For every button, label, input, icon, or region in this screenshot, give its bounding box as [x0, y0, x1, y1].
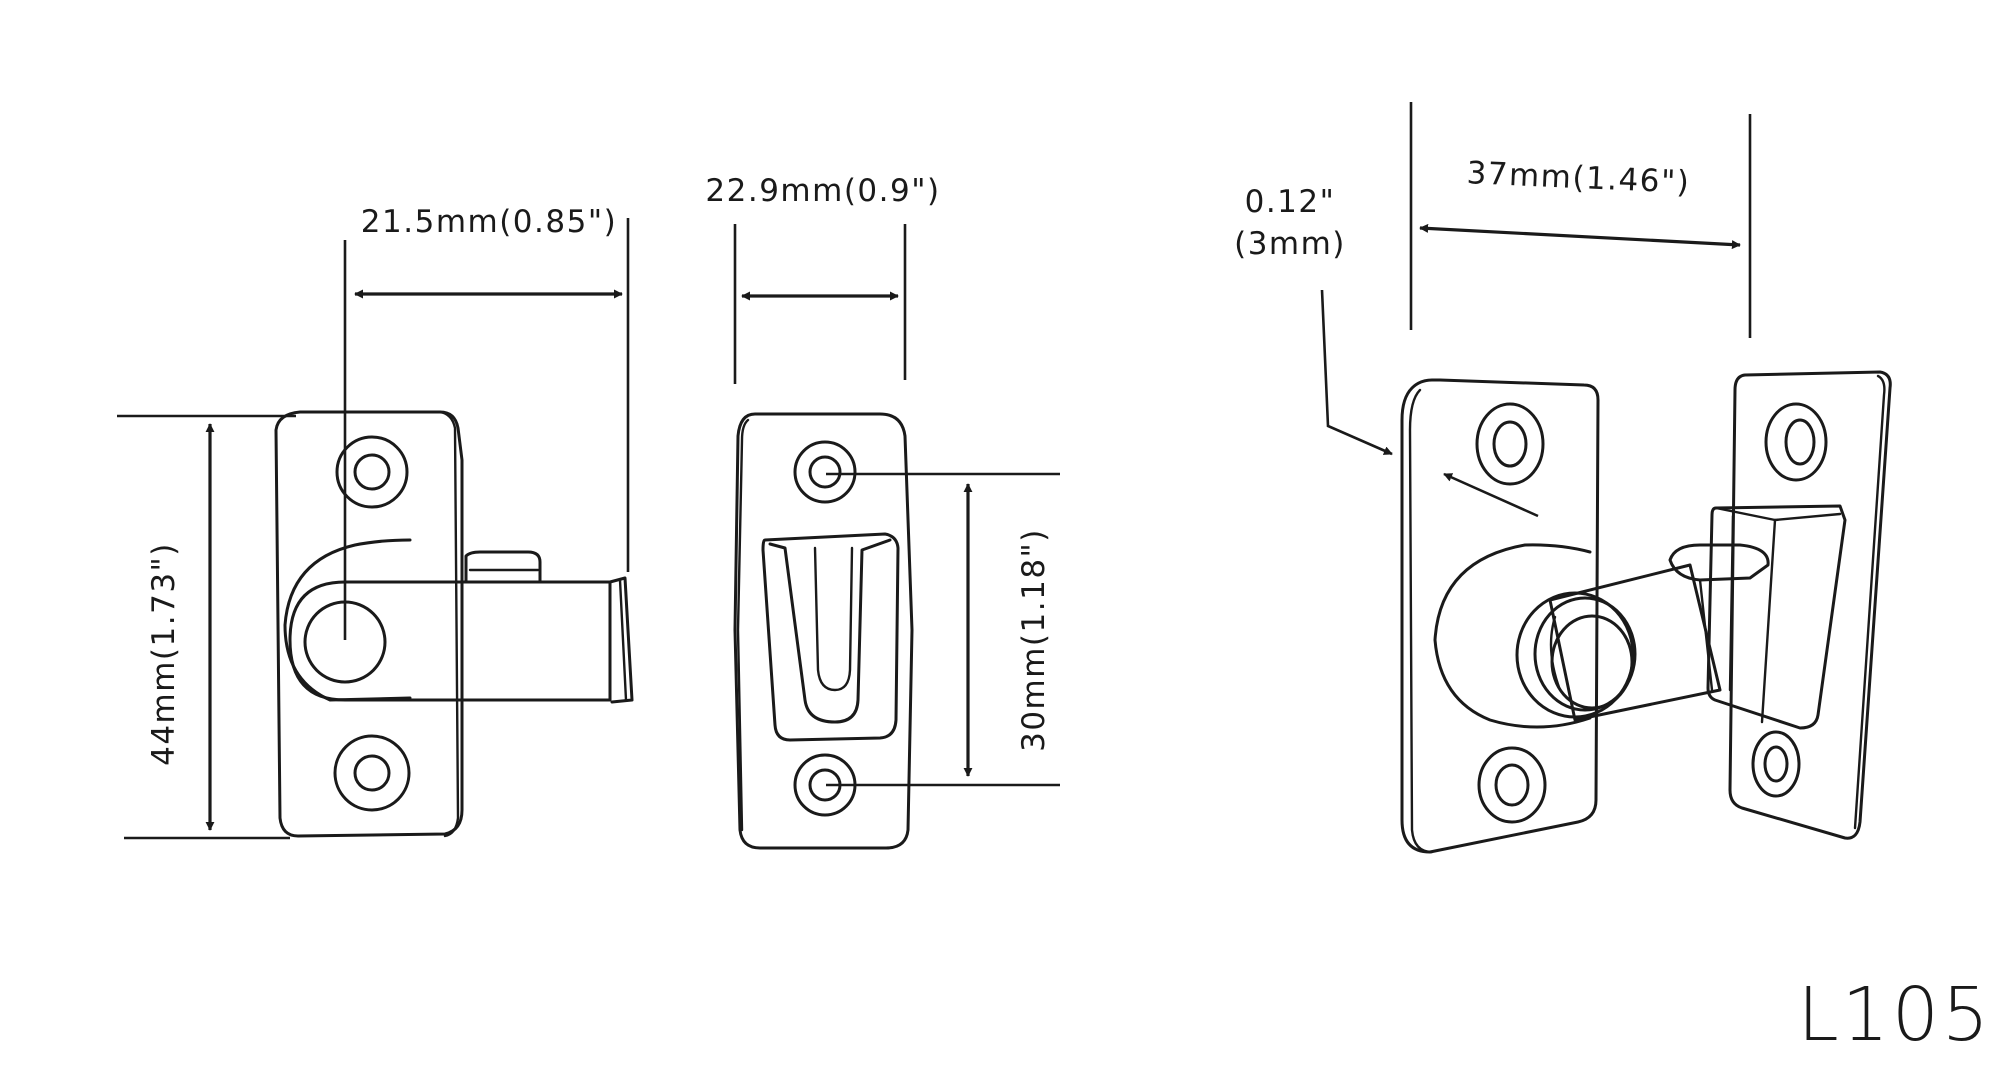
latch-bar	[1548, 563, 1722, 722]
hole-spacing-label: 30mm(1.18")	[1016, 528, 1052, 752]
dimension-span: 37mm(1.46")	[1409, 102, 1752, 338]
perspective-view	[1400, 370, 1892, 854]
model-number: L105	[1798, 972, 1992, 1058]
dimension-height: 44mm(1.73")	[117, 414, 296, 840]
latch-hole-top	[1475, 402, 1545, 486]
dimension-strike-width: 22.9mm(0.9")	[705, 173, 940, 384]
dimension-hole-spacing: 30mm(1.18")	[826, 472, 1060, 787]
width-label: 21.5mm(0.85")	[361, 204, 617, 240]
latch-plate	[1400, 378, 1600, 854]
latch-front-view	[274, 410, 634, 838]
mounting-hole-top	[335, 435, 409, 509]
strike-hole-top-perspective	[1764, 402, 1828, 482]
strike-width-label: 22.9mm(0.9")	[705, 173, 940, 209]
dimension-width: 21.5mm(0.85")	[343, 204, 630, 640]
strike-hole-bottom-perspective	[1751, 730, 1801, 798]
gap-label-line1: 0.12"	[1245, 184, 1336, 220]
mounting-hole-bottom	[333, 734, 411, 812]
strike-hole-top	[793, 440, 857, 504]
strike-plate-view	[733, 412, 914, 850]
gap-label-line2: (3mm)	[1234, 226, 1346, 262]
strike-catch	[1706, 504, 1847, 730]
strike-plate	[1728, 370, 1892, 840]
dimension-gap: 0.12" (3mm)	[1234, 184, 1539, 518]
span-label: 37mm(1.46")	[1466, 155, 1691, 201]
height-label: 44mm(1.73")	[146, 542, 182, 766]
latch-hole-bottom	[1477, 746, 1547, 824]
